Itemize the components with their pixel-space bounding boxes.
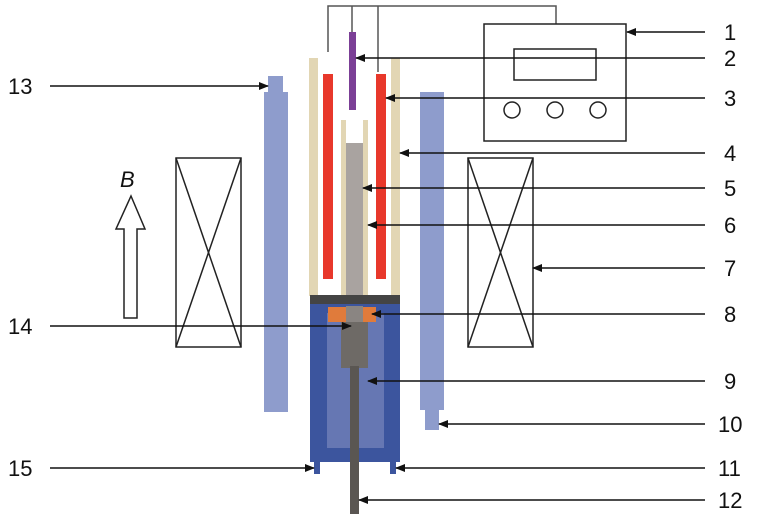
callout-6: 6	[724, 213, 736, 238]
pull-rod	[350, 366, 359, 514]
callout-3: 3	[724, 86, 736, 111]
controller-knob	[546, 101, 564, 119]
vessel-lid	[310, 295, 400, 304]
callout-7: 7	[724, 256, 736, 281]
controller-display	[513, 48, 597, 81]
callout-12: 12	[718, 488, 742, 513]
temperature-controller	[483, 23, 627, 142]
magnetic-field-arrow	[114, 194, 147, 319]
controller-knob	[589, 101, 607, 119]
sample-connector	[346, 306, 363, 325]
magnet-left	[175, 157, 242, 348]
sample-rod	[346, 143, 363, 311]
leader-lines	[50, 28, 705, 504]
vessel-foot	[390, 460, 396, 474]
crucible	[341, 120, 368, 296]
heater	[323, 74, 386, 279]
callout-2: 2	[724, 46, 736, 71]
thermocouple	[349, 32, 356, 110]
controller-knob	[503, 101, 521, 119]
vessel-foot	[314, 460, 320, 474]
callout-10: 10	[718, 412, 742, 437]
connection-wires	[327, 5, 557, 72]
callout-4: 4	[724, 141, 736, 166]
magnet-right	[467, 157, 534, 348]
callout-14: 14	[8, 314, 32, 339]
callout-13: 13	[8, 74, 32, 99]
callout-1: 1	[724, 20, 736, 45]
furnace-tube	[309, 58, 400, 296]
pull-rod-holder	[341, 322, 368, 368]
callout-11: 11	[718, 456, 741, 481]
callout-8: 8	[724, 302, 736, 327]
callout-5: 5	[724, 176, 736, 201]
callout-15: 15	[8, 456, 32, 481]
callout-9: 9	[724, 369, 736, 394]
side-rod-right	[420, 92, 444, 430]
side-rod-left	[264, 76, 288, 412]
magnetic-field-label: B	[120, 167, 135, 192]
